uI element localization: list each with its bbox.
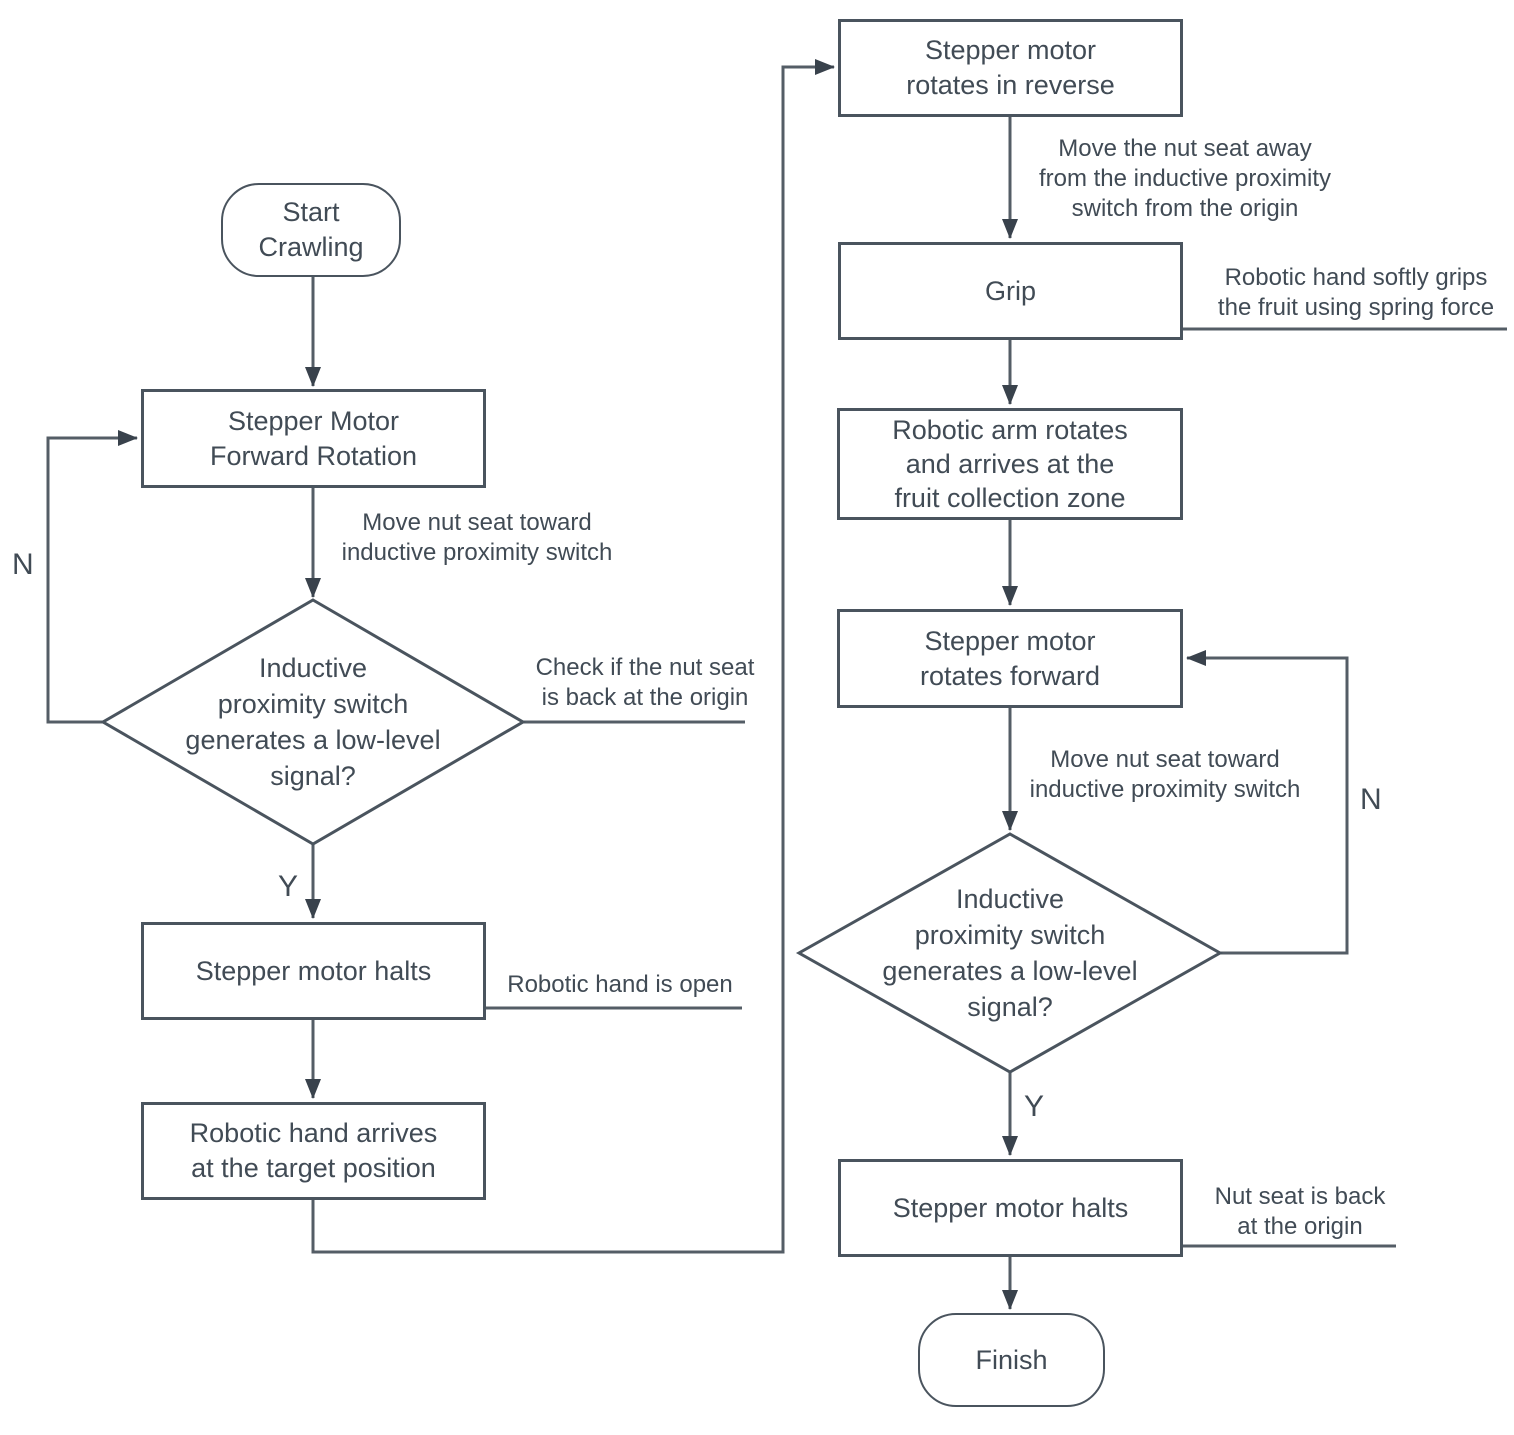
- node-hand-arrives: Robotic hand arrives at the target posit…: [141, 1102, 486, 1200]
- note-hand-open: Robotic hand is open: [507, 971, 733, 998]
- node-motor-halts-right: Stepper motor halts: [838, 1159, 1183, 1257]
- node-motor-halts-left-label: Stepper motor halts: [195, 955, 432, 986]
- decision-left-diamond: [100, 598, 526, 846]
- decision-right-diamond: [795, 832, 1224, 1074]
- note-move-toward-right: Move nut seat toward inductive proximity…: [1029, 746, 1301, 803]
- edge-hand-arrives-to-reverse-rotation: [311, 59, 835, 1254]
- edge-decision-right-no-loop: [1186, 650, 1349, 955]
- node-start-label: Start Crawling: [258, 197, 364, 262]
- branch-label-left-yes: Y: [278, 870, 299, 903]
- node-finish: Finish: [918, 1313, 1105, 1407]
- node-forward-rotation-2: Stepper motor rotates forward: [837, 609, 1183, 708]
- node-forward-rotation: Stepper Motor Forward Rotation: [141, 389, 486, 488]
- note-move-away: Move the nut seat away from the inductiv…: [1038, 135, 1332, 222]
- node-hand-arrives-label: Robotic hand arrives at the target posit…: [189, 1118, 438, 1183]
- note-move-toward-left: Move nut seat toward inductive proximity…: [341, 509, 613, 566]
- node-grip-label: Grip: [984, 275, 1036, 306]
- node-motor-halts-right-label: Stepper motor halts: [892, 1192, 1129, 1223]
- node-finish-label: Finish: [975, 1344, 1048, 1375]
- node-start: Start Crawling: [221, 183, 401, 277]
- node-arm-rotates: Robotic arm rotates and arrives at the f…: [837, 408, 1183, 520]
- note-seat-back: Nut seat is back at the origin: [1214, 1183, 1386, 1240]
- node-forward-rotation-label: Stepper Motor Forward Rotation: [209, 405, 418, 471]
- branch-label-right-yes: Y: [1024, 1090, 1045, 1123]
- node-grip: Grip: [838, 242, 1183, 340]
- node-reverse-rotation-label: Stepper motor rotates in reverse: [906, 35, 1115, 100]
- node-reverse-rotation: Stepper motor rotates in reverse: [838, 19, 1183, 117]
- node-decision-right-label: Inductive proximity switch generates a l…: [882, 884, 1138, 1022]
- node-motor-halts-left: Stepper motor halts: [141, 922, 486, 1020]
- branch-label-right-no: N: [1360, 783, 1382, 816]
- node-forward-rotation-2-label: Stepper motor rotates forward: [919, 625, 1101, 691]
- node-decision-left-label: Inductive proximity switch generates a l…: [185, 653, 441, 791]
- note-soft-grip: Robotic hand softly grips the fruit usin…: [1217, 264, 1495, 321]
- node-arm-rotates-label: Robotic arm rotates and arrives at the f…: [892, 415, 1128, 513]
- note-check-origin: Check if the nut seat is back at the ori…: [535, 654, 755, 711]
- edge-decision-left-no-loop: [46, 430, 138, 724]
- branch-label-left-no: N: [12, 548, 34, 581]
